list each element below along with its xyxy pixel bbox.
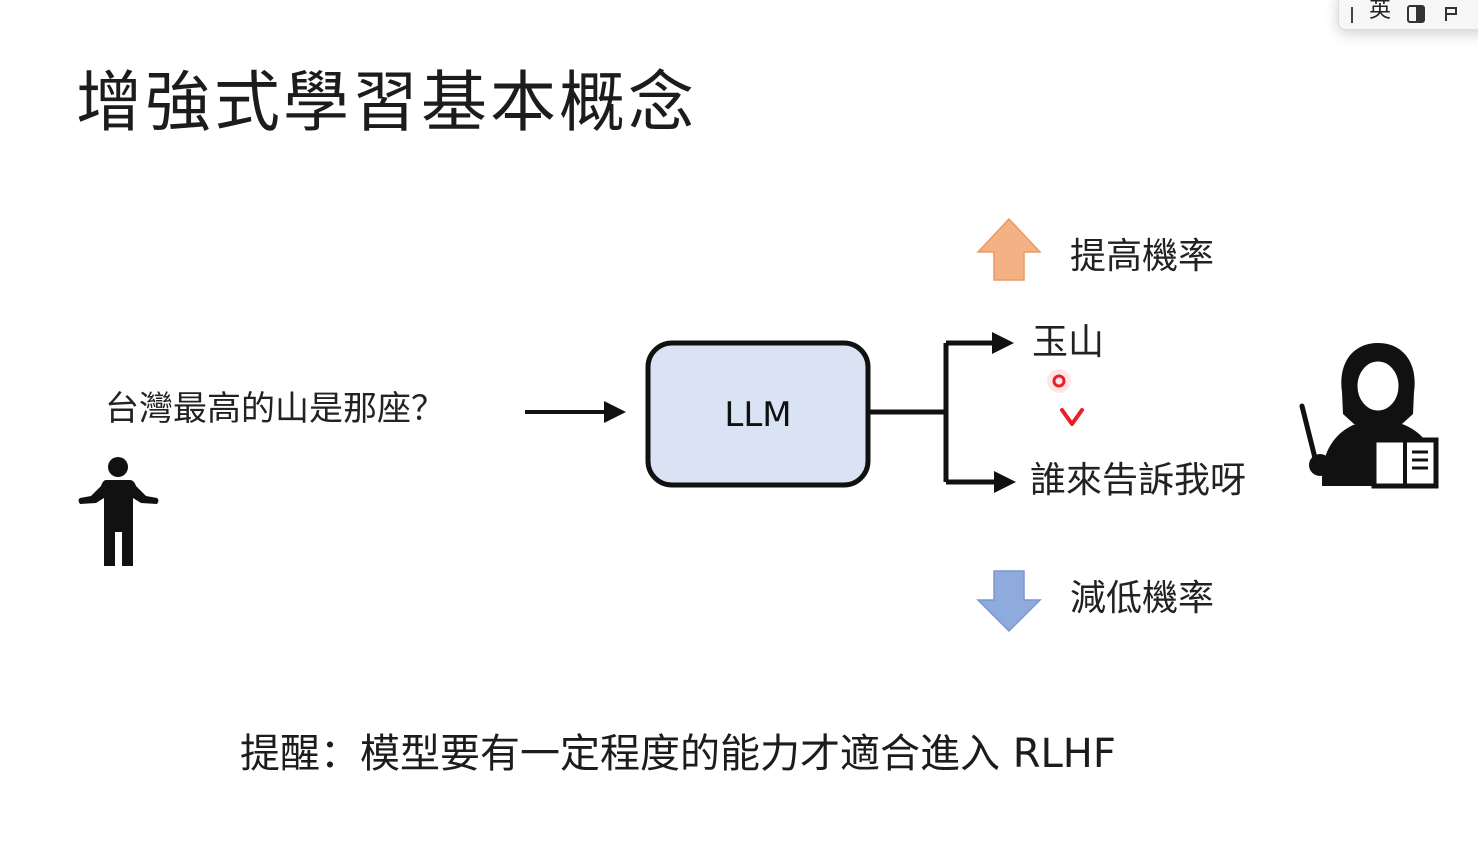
good-output-text: 玉山 bbox=[1032, 322, 1105, 363]
llm-label: LLM bbox=[724, 395, 792, 435]
person-icon bbox=[78, 457, 159, 566]
ime-mode-toggle[interactable]: 英 bbox=[1369, 0, 1392, 23]
down-arrow-icon bbox=[976, 570, 1042, 633]
punctuation-icon[interactable] bbox=[1443, 5, 1461, 23]
output-branch-connector bbox=[868, 340, 994, 485]
comparison-symbol bbox=[1060, 408, 1084, 426]
teacher-icon bbox=[1299, 343, 1439, 489]
page-title: 增強式學習基本概念 bbox=[76, 64, 697, 141]
bad-output-text: 誰來告訴我呀 bbox=[1030, 460, 1247, 501]
question-text: 台灣最高的山是那座？ bbox=[105, 389, 445, 429]
arrow-to-bad-output bbox=[994, 471, 1016, 493]
arrow-to-good-output bbox=[992, 332, 1014, 354]
ime-drag-handle[interactable] bbox=[1351, 7, 1353, 23]
cursor-dot bbox=[1047, 369, 1071, 393]
up-arrow-icon bbox=[976, 217, 1042, 281]
half-width-icon[interactable] bbox=[1407, 5, 1426, 23]
ime-toolbar[interactable]: 英 bbox=[1338, 0, 1478, 30]
input-arrow bbox=[525, 401, 626, 423]
reminder-text: 提醒：模型要有一定程度的能力才適合進入 RLHF bbox=[240, 731, 1116, 777]
decrease-probability-label: 減低機率 bbox=[1070, 578, 1215, 619]
increase-probability-label: 提高機率 bbox=[1070, 236, 1215, 277]
